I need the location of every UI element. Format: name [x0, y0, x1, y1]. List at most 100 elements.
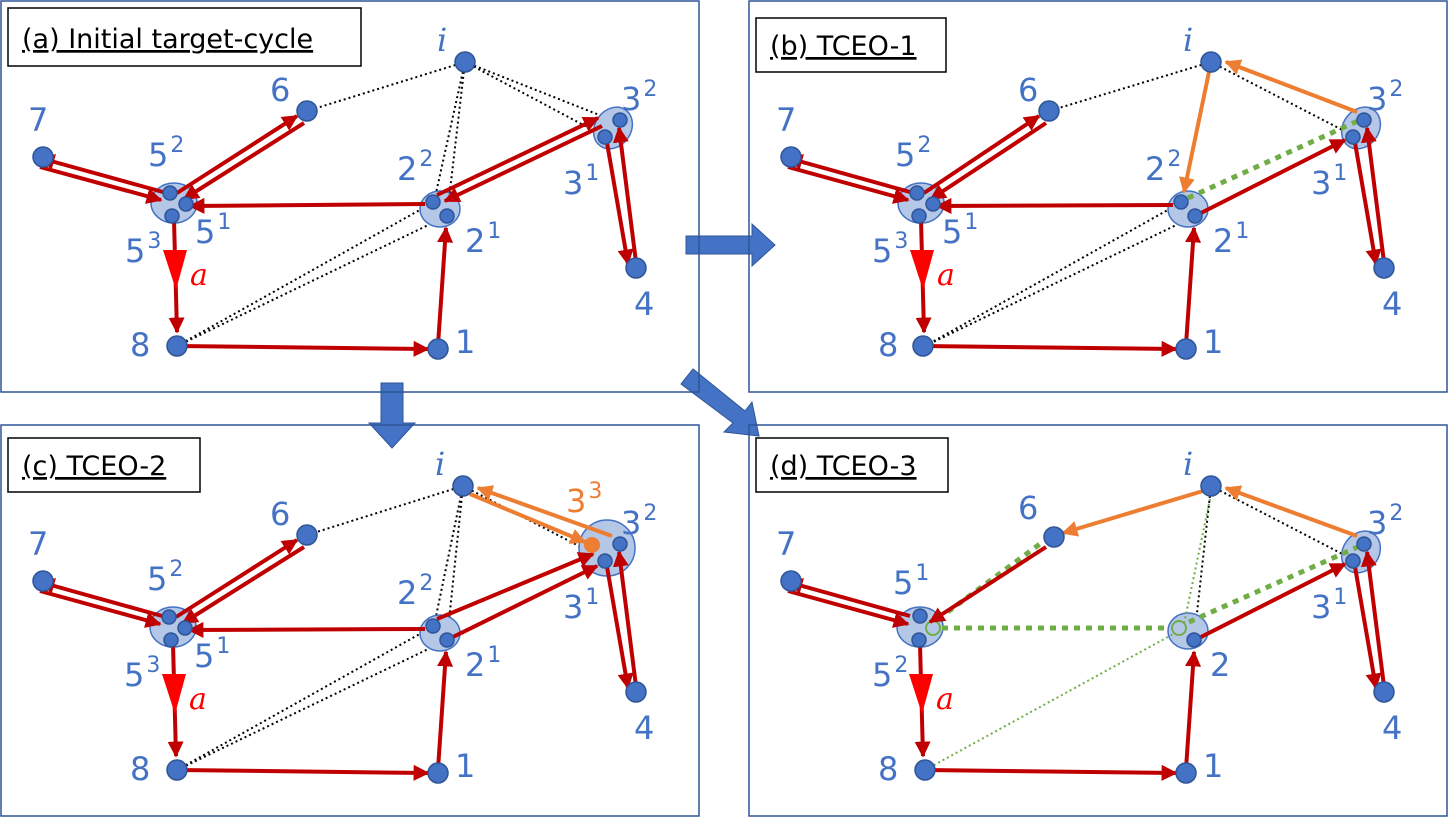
label-i: i: [435, 445, 445, 483]
label-2-1: 21: [465, 643, 501, 684]
panel-title: (b) TCEO-1: [770, 31, 917, 62]
label-3-3: 33: [566, 479, 602, 520]
label-5-2: 52: [895, 133, 931, 174]
green-dashed-edge: [1186, 117, 1362, 201]
label-i: i: [437, 21, 447, 59]
arrow-diagonal-icon: [680, 368, 760, 437]
node-2: [1186, 632, 1202, 648]
panel-border: [748, 424, 1448, 817]
label-2-2: 22: [397, 147, 433, 188]
node-2-2: [425, 194, 441, 210]
node-6: [1038, 100, 1060, 122]
panel-c: (c) TCEO-2: [0, 424, 700, 817]
panel-b: (b) TCEO-1: [748, 0, 1448, 393]
label-6: 6: [270, 71, 290, 109]
label-6: 6: [270, 495, 290, 533]
label-8: 8: [878, 326, 898, 364]
node-3-3: [584, 537, 600, 553]
label-5-1: 51: [893, 561, 929, 602]
node-2-1: [439, 208, 455, 224]
label-5-3: 53: [125, 229, 161, 270]
label-8: 8: [130, 326, 150, 364]
label-6: 6: [1018, 489, 1038, 527]
label-1: 1: [1203, 323, 1223, 361]
label-i: i: [1183, 445, 1193, 483]
node-6: [296, 100, 318, 122]
label-7: 7: [28, 101, 48, 139]
label-1: 1: [1203, 747, 1223, 785]
panel-title-box: [755, 437, 949, 493]
label-5-3: 53: [124, 653, 160, 694]
node-i: [1200, 475, 1222, 497]
arrow-down-icon: [367, 382, 417, 449]
node-6: [1043, 526, 1065, 548]
panel-title-box: [7, 437, 201, 493]
node-4: [1373, 257, 1395, 279]
a-arrowhead: [163, 250, 187, 290]
label-5-3: 53: [872, 229, 908, 270]
label-a: a: [189, 682, 207, 717]
node-1: [427, 338, 449, 360]
label-5-2: 52: [147, 557, 183, 598]
node-4: [625, 257, 647, 279]
panel-border: [0, 0, 700, 393]
label-a: a: [190, 258, 208, 293]
label-7: 7: [776, 101, 796, 139]
arrow-right-icon: [685, 222, 776, 268]
label-4: 4: [634, 709, 654, 747]
label-3-1: 31: [1311, 585, 1347, 626]
node-5-2: [162, 185, 178, 201]
node-3-2: [612, 112, 628, 128]
node-i: [1200, 51, 1222, 73]
label-3-1: 31: [563, 161, 599, 202]
panel-title: (d) TCEO-3: [770, 451, 917, 482]
label-3-1: 31: [1311, 161, 1347, 202]
node-3-1: [597, 129, 613, 145]
label-7: 7: [776, 525, 796, 563]
node-5-1: [178, 196, 194, 212]
panel-title: (a) Initial target-cycle: [22, 24, 313, 55]
node-i: [452, 475, 474, 497]
node-7: [780, 570, 802, 592]
node-6: [296, 524, 318, 546]
label-i: i: [1183, 21, 1193, 59]
label-3-2: 32: [1367, 501, 1403, 542]
label-2-2: 22: [1145, 147, 1181, 188]
node-1: [427, 762, 449, 784]
node-8: [166, 335, 188, 357]
transition-arrows: [367, 222, 776, 449]
panel-border: [748, 0, 1448, 393]
node-7: [32, 146, 54, 168]
node-8: [166, 759, 188, 781]
label-4: 4: [634, 285, 654, 323]
node-4: [625, 681, 647, 703]
node-1: [1175, 762, 1197, 784]
node-8: [912, 335, 934, 357]
label-7: 7: [28, 525, 48, 563]
label-1: 1: [455, 747, 475, 785]
node-8: [914, 759, 936, 781]
label-1: 1: [455, 323, 475, 361]
label-3-2: 32: [621, 77, 657, 118]
node-7: [780, 146, 802, 168]
label-2-2: 22: [397, 571, 433, 612]
label-3-2: 32: [1367, 77, 1403, 118]
node-i: [454, 51, 476, 73]
label-4: 4: [1382, 285, 1402, 323]
label-2: 2: [1210, 646, 1230, 684]
label-5-2: 52: [872, 653, 908, 694]
label-a: a: [937, 258, 955, 293]
panel-title-box: [755, 17, 947, 73]
panel-border: [0, 424, 700, 817]
node-7: [32, 570, 54, 592]
label-5-1: 51: [194, 634, 230, 675]
label-5-1: 51: [195, 210, 231, 251]
node-1: [1175, 338, 1197, 360]
label-5-2: 52: [148, 133, 184, 174]
panel-title: (c) TCEO-2: [22, 451, 166, 482]
label-a: a: [936, 682, 954, 717]
panel-a: (a) Initial target-cycle: [0, 0, 700, 393]
node-4: [1373, 681, 1395, 703]
label-8: 8: [878, 750, 898, 788]
